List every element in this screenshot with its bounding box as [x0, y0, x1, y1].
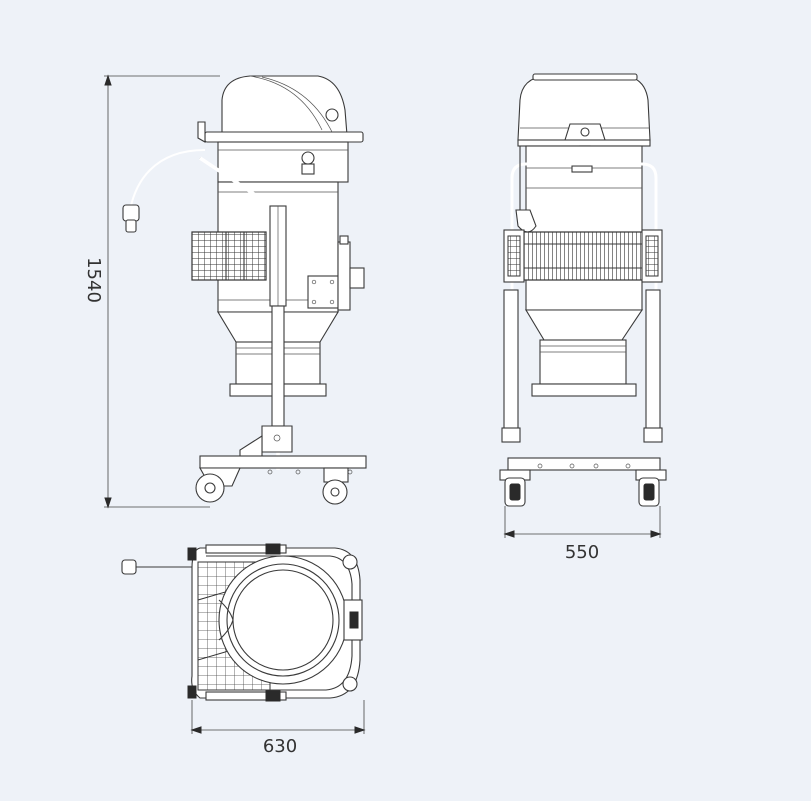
top-bowl-inner	[232, 569, 334, 671]
height-label: 1540	[83, 257, 104, 303]
width-label: 630	[263, 736, 297, 757]
width-dimension: 630	[190, 700, 366, 757]
depth-label: 550	[565, 542, 599, 563]
front-filter-cage	[505, 231, 661, 281]
motor-head	[221, 75, 348, 136]
top-view: 630	[121, 543, 366, 757]
front-view: 550	[499, 73, 667, 563]
height-dimension: 1540	[83, 74, 220, 509]
base-frame	[199, 455, 367, 469]
depth-dimension: 550	[503, 506, 662, 563]
filter-cage	[191, 231, 267, 281]
side-view: 1540	[83, 74, 367, 509]
